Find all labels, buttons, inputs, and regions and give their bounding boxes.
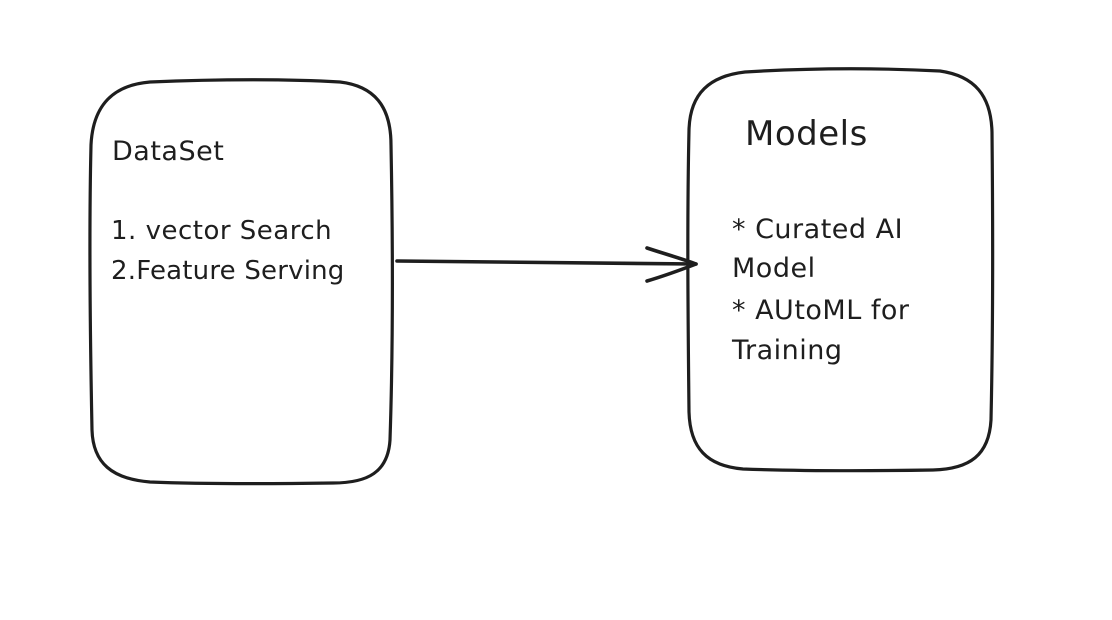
dataset-title: DataSet	[112, 136, 225, 167]
models-line-curated-ai: * Curated AI	[732, 214, 904, 245]
models-line-model: Model	[732, 253, 816, 284]
models-line-training: Training	[732, 335, 843, 366]
models-box[interactable]	[686, 67, 995, 473]
arrow-shaft	[395, 259, 698, 266]
dataset-box[interactable]	[88, 78, 394, 486]
arrow-head	[645, 246, 698, 283]
models-title: Models	[745, 114, 868, 154]
dataset-item-feature-serving: 2.Feature Serving	[111, 256, 345, 286]
models-line-automl: * AUtoML for	[732, 295, 910, 326]
dataset-item-vector-search: 1. vector Search	[111, 216, 333, 246]
